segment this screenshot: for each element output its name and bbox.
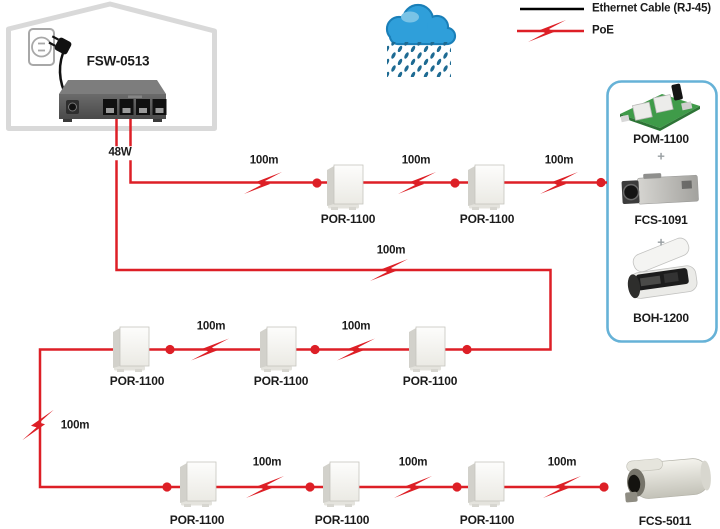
fcs-5011-image	[625, 458, 711, 503]
segment-length-label: 100m	[341, 320, 371, 333]
rain-drops	[387, 42, 451, 77]
poe-switch-image	[59, 80, 167, 122]
camera-kit-item-label: POM-1100	[633, 132, 689, 146]
por-1100-device	[408, 326, 446, 373]
switch-model-label: FSW-0513	[86, 53, 150, 69]
por-1100-device	[322, 461, 360, 508]
camera-kit-item-label: BOH-1200	[633, 311, 689, 325]
boh-1200-image	[627, 237, 698, 299]
poe-cable-main-run	[38, 118, 606, 489]
end-camera-label: FCS-5011	[638, 514, 692, 528]
power-output-label: 48W	[105, 146, 135, 160]
por-1100-device	[326, 164, 364, 211]
por-1100-device	[467, 164, 505, 211]
cable-junction-dot	[596, 177, 606, 188]
pom-1100-image	[620, 83, 700, 131]
cable-junction-dot	[162, 482, 172, 492]
segment-length-label: 100m	[252, 456, 282, 469]
poe-cable-top-run	[129, 118, 607, 184]
cable-junction-dot	[462, 344, 472, 355]
plus-separator: +	[657, 148, 665, 164]
por-1100-device	[467, 461, 505, 508]
legend-poe-label: PoE	[592, 24, 614, 37]
cable-junction-dot	[305, 482, 315, 492]
repeater-label: POR-1100	[169, 513, 225, 527]
repeater-label: POR-1100	[320, 212, 376, 226]
segment-length-label: 100m	[401, 154, 431, 167]
segment-length-label: 100m	[196, 320, 226, 333]
segment-length-label: 100m	[249, 154, 279, 167]
por-1100-device	[259, 326, 297, 373]
por-1100-device	[112, 326, 150, 373]
cable-junction-dot	[452, 482, 462, 492]
camera-kit-item-label: FCS-1091	[634, 213, 688, 227]
segment-length-label: 100m	[398, 456, 428, 469]
repeater-label: POR-1100	[253, 374, 309, 388]
switch-rj45-ports	[103, 99, 167, 115]
plus-separator: +	[657, 234, 665, 250]
cable-junction-dot	[599, 482, 609, 492]
segment-length-label: 100m	[376, 244, 406, 257]
rain-cloud-icon	[385, 3, 457, 77]
cable-junction-dot	[450, 178, 460, 188]
repeater-label: POR-1100	[314, 513, 370, 527]
segment-length-label: 100m	[544, 154, 574, 167]
legend-ethernet-label: Ethernet Cable (RJ-45)	[592, 2, 711, 15]
repeater-label: POR-1100	[109, 374, 165, 388]
lightning-bolt-icon	[16, 409, 60, 441]
segment-length-label: 100m	[60, 419, 90, 432]
repeater-label: POR-1100	[459, 212, 515, 226]
segment-length-label: 100m	[547, 456, 577, 469]
repeater-label: POR-1100	[459, 513, 515, 527]
fcs-1091-image	[621, 173, 699, 205]
repeater-label: POR-1100	[402, 374, 458, 388]
cable-junction-dot	[165, 344, 175, 355]
por-1100-device	[179, 461, 217, 508]
wall-outlet-icon	[28, 28, 55, 66]
cable-junction-dot	[312, 178, 322, 188]
cable-junction-dot	[310, 344, 320, 355]
